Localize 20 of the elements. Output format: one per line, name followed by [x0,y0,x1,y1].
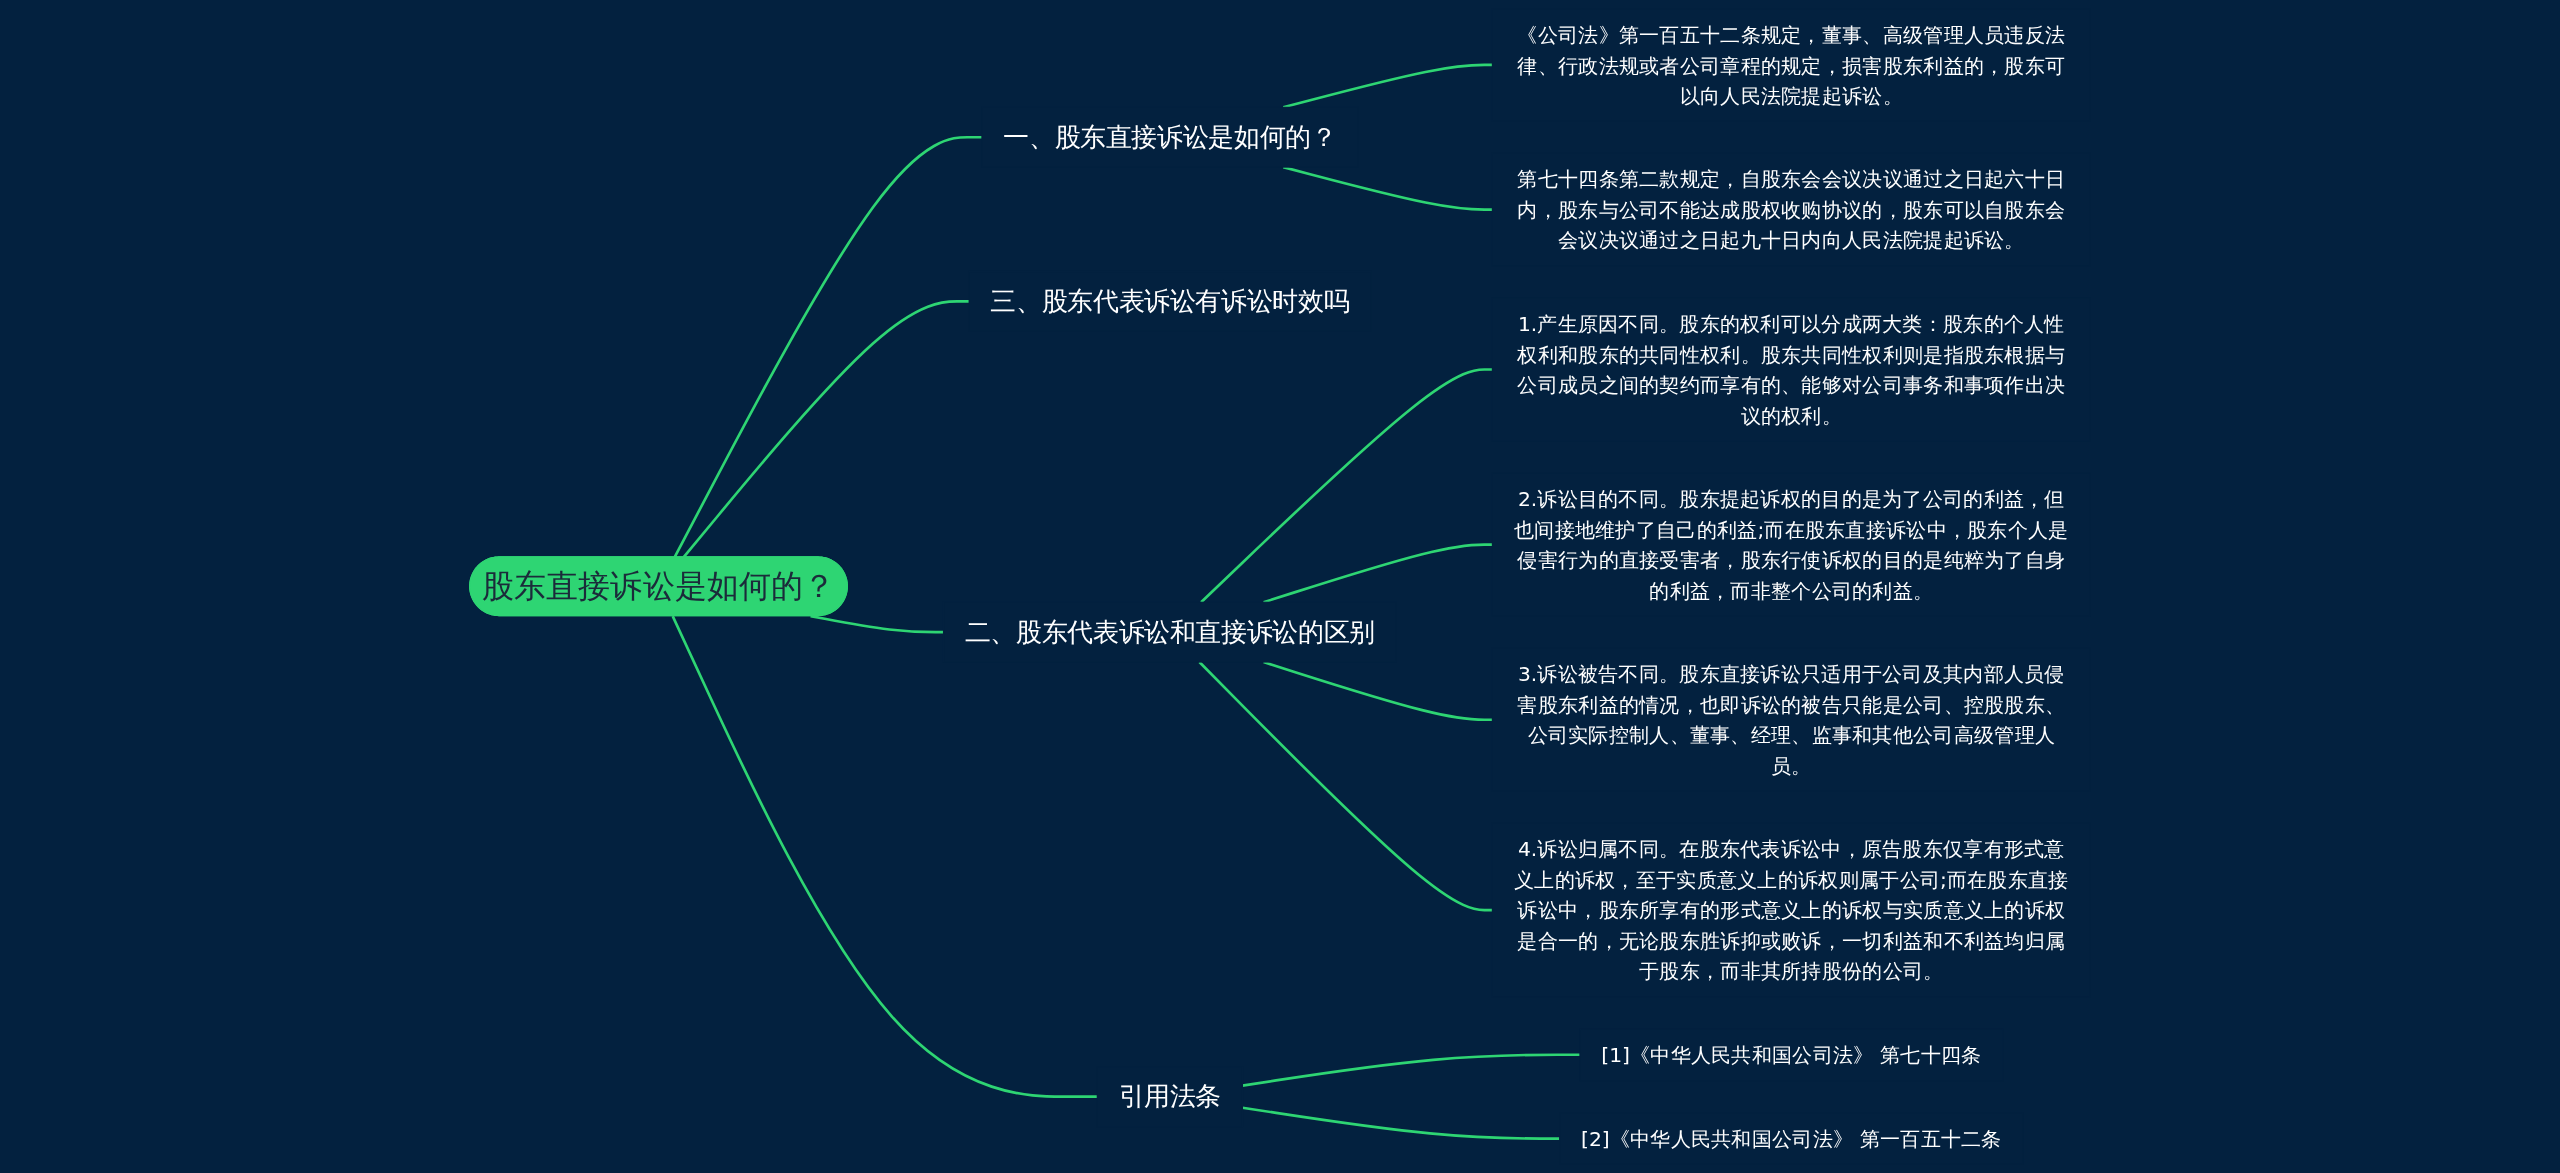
node-text: 第七十四条第二款规定，自股东会会议决议通过之日起六十日内，股东与公司不能达成股权收购协议的，股东可以自股东会会议决议通过之日起九十日内向人民法院提起诉讼。 [1517,167,2066,252]
connector [1263,543,1493,604]
node-text: 一、股东直接诉讼是如何的？ [1003,122,1337,153]
node-text: 引用法条 [1118,1081,1222,1112]
connector [1242,1106,1560,1140]
node-text: 4.诉讼归属不同。在股东代表诉讼中，原告股东仅享有形式意义上的诉权，至于实质意义上的诉权则属于公司;而在股东直接诉讼中，股东所享有的形式意义上的诉权与实质意义上的诉权是合一的，无论股东胜诉抑或败诉，一切利益和不利益均归属于股东，而非其所持股份的公司。 [1514,837,2069,983]
connector [1198,661,1493,912]
node-text: 《公司法》第一百五十二条规定，董事、高级管理人员违反法律、行政法规或者公司章程的规定，损害股东利益的，股东可以向人民法院提起诉讼。 [1517,22,2066,107]
node-text: 3.诉讼被告不同。股东直接诉讼只适用于公司及其内部人员侵害股东利益的情况，也即诉讼的被告只能是公司、控股股东、公司实际控制人、董事、经理、监事和其他公司高级管理人员。 [1517,662,2066,777]
node-text: 二、股东代表诉讼和直接诉讼的区别 [964,617,1375,648]
node-text: 1.产生原因不同。股东的权利可以分成两大类：股东的个人性权利和股东的共同性权利。股东共同性权利则是指股东根据与公司成员之间的契约而享有的、能够对公司事务和事项作出决议的权利。 [1517,311,2066,427]
node-text: [2]《中华人民共和国公司法》 第一百五十二条 [1581,1126,2002,1151]
node-text: 三、股东代表诉讼有诉讼时效吗 [990,286,1350,317]
node-text: 2.诉讼目的不同。股东提起诉权的目的是为了公司的利益，但也间接地维护了自己的利益;而在股东直接诉讼中，股东个人是侵害行为的直接受害者，股东行使诉权的目的是纯粹为了自身的利益，而非整个公司的利益。 [1514,486,2069,602]
connector [671,615,1098,1098]
node-text: [1]《中华人民共和国公司法》 第七十四条 [1601,1042,1982,1067]
connector [1282,63,1493,109]
connector [810,614,944,634]
connector [1242,1053,1580,1087]
connector [1200,368,1493,604]
